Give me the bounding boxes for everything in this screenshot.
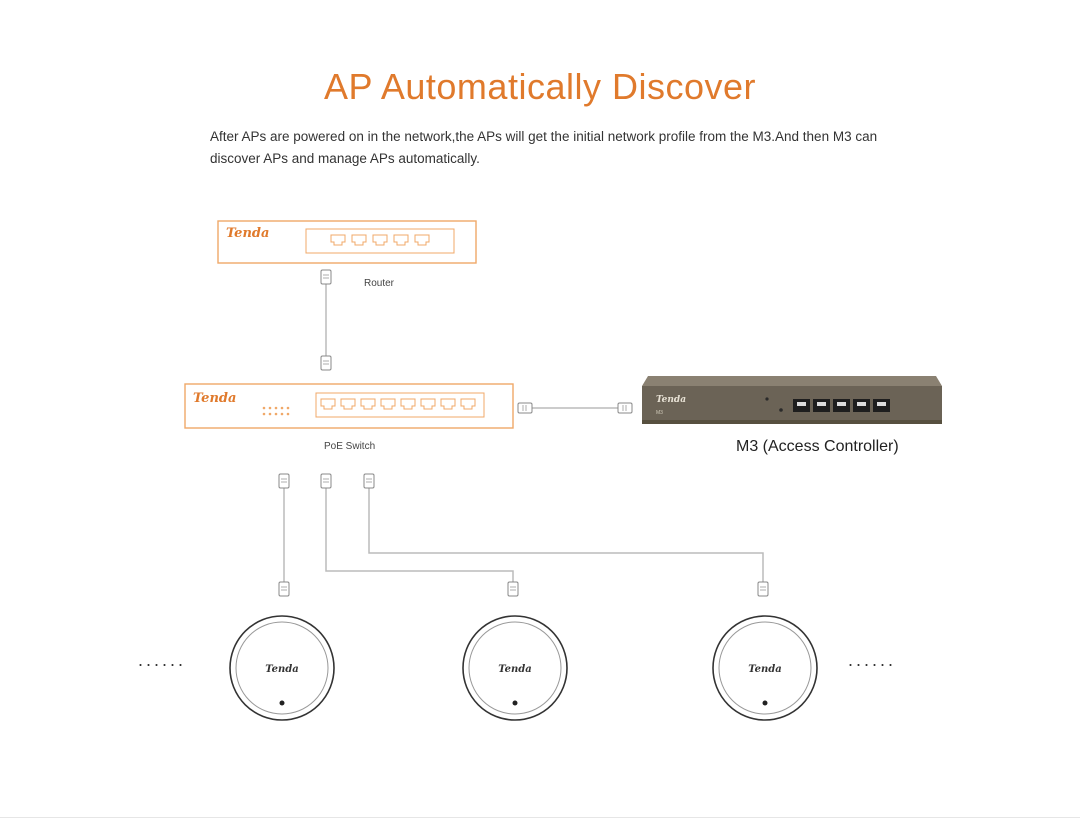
more-aps-right-indicator: ...... bbox=[848, 650, 897, 670]
m3-brand-logo: Tenda bbox=[656, 395, 686, 405]
description-text: After APs are powered on in the network,… bbox=[210, 129, 878, 166]
ap-2-brand-logo: Tenda bbox=[498, 664, 531, 675]
ap-3-brand-logo: Tenda bbox=[748, 664, 781, 675]
switch-ap-cables bbox=[283, 488, 764, 582]
router-brand-logo: Tenda bbox=[226, 226, 269, 241]
access-point-1: Tenda bbox=[229, 615, 335, 721]
cable-connectors bbox=[278, 473, 769, 597]
m3-access-controller: Tenda M3 bbox=[642, 376, 942, 424]
more-aps-left-indicator: ...... bbox=[138, 650, 187, 670]
router-device: Tenda bbox=[217, 220, 477, 264]
page-title: AP Automatically Discover bbox=[323, 66, 756, 107]
poe-switch-label: PoE Switch bbox=[324, 441, 376, 452]
switch-brand-logo: Tenda bbox=[193, 391, 236, 406]
bottom-divider bbox=[0, 817, 1080, 818]
m3-ports bbox=[793, 399, 890, 412]
access-point-3: Tenda bbox=[712, 615, 818, 721]
ap-1-brand-logo: Tenda bbox=[265, 664, 298, 675]
m3-model-text: M3 bbox=[656, 410, 663, 416]
access-point-2: Tenda bbox=[462, 615, 568, 721]
poe-switch-device: Tenda bbox=[184, 383, 514, 429]
m3-label: M3 (Access Controller) bbox=[736, 438, 899, 455]
router-switch-cable bbox=[320, 269, 332, 371]
switch-status-leds bbox=[262, 406, 290, 416]
switch-m3-cable bbox=[517, 402, 633, 414]
router-label: Router bbox=[364, 278, 395, 289]
